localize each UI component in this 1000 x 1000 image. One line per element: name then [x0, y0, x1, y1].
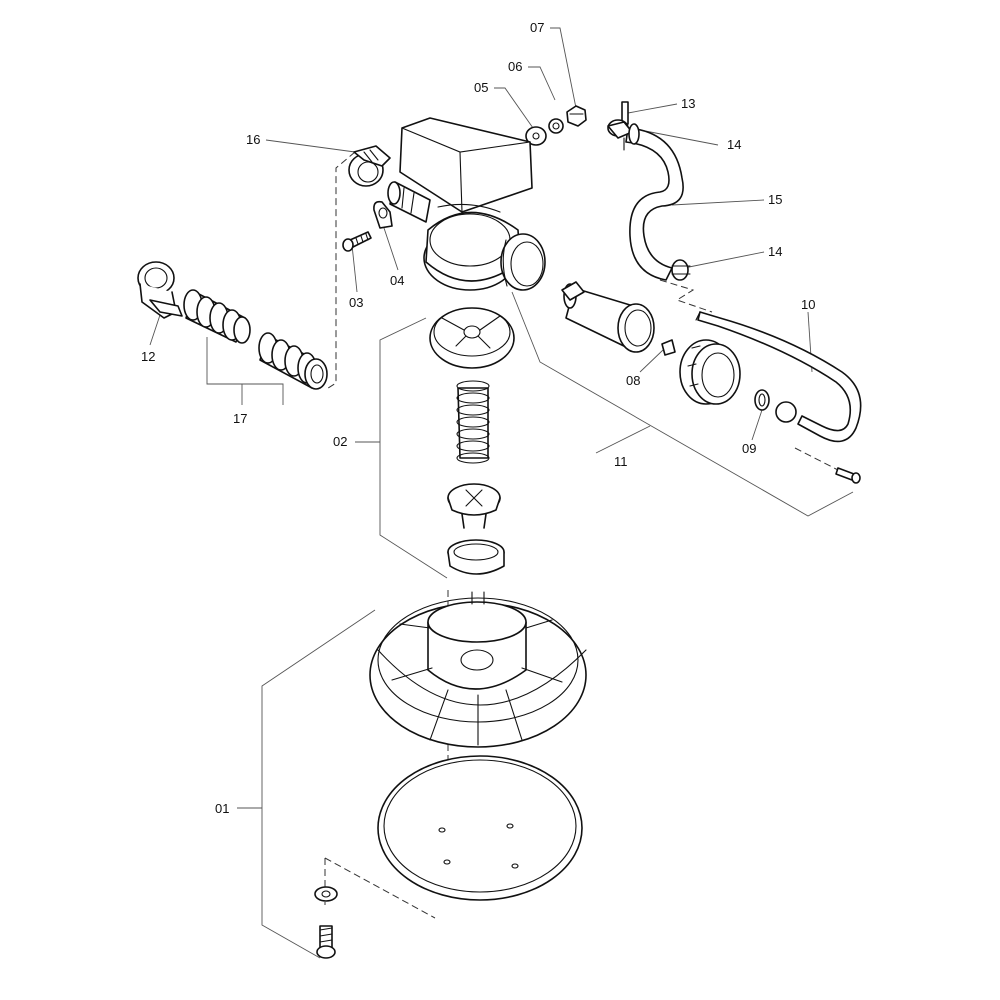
part-05-washer: [525, 126, 547, 146]
part-02-valve-insert: [447, 483, 501, 529]
part-01-gasket: [377, 755, 583, 901]
part-15-hose: [625, 127, 684, 281]
label-05: 05: [474, 80, 488, 95]
part-17-corrugated-hose-b: [258, 332, 328, 390]
label-14-bottom: 14: [768, 244, 782, 259]
part-01-base-plate: [369, 591, 587, 748]
part-10-pipe: [695, 311, 862, 443]
label-10: 10: [801, 297, 815, 312]
part-01-washer: [314, 886, 338, 902]
part-14-clamp-bottom: [671, 259, 691, 281]
label-16: 16: [246, 132, 260, 147]
label-15: 15: [768, 192, 782, 207]
part-06-lock-washer: [548, 118, 564, 134]
part-07-nut: [566, 105, 587, 127]
part-04-clip: [373, 200, 393, 229]
part-02-spring: [456, 380, 490, 464]
label-08: 08: [626, 373, 640, 388]
label-09: 09: [742, 441, 756, 456]
part-11-union-nut: [679, 339, 741, 405]
label-13: 13: [681, 96, 695, 111]
label-04: 04: [390, 273, 404, 288]
part-13-valve-tap: [607, 101, 633, 151]
part-17-corrugated-hose-a: [183, 289, 251, 344]
valve-body-assembly: [387, 117, 546, 291]
label-11: 11: [614, 454, 628, 469]
label-17: 17: [233, 411, 247, 426]
part-11-screw: [835, 467, 861, 484]
label-07: 07: [530, 20, 544, 35]
part-02-valve-disc: [429, 307, 515, 369]
part-09-o-ring: [754, 389, 770, 411]
part-01-screw: [316, 925, 336, 959]
part-labels: 01 02 03 04 05 06 07 08 09 10 11 12 13 1…: [141, 20, 815, 816]
label-01: 01: [215, 801, 229, 816]
part-02-ring: [447, 539, 505, 575]
part-08-nozzle: [661, 339, 676, 356]
part-03-screw: [342, 231, 372, 252]
label-02: 02: [333, 434, 347, 449]
part-14-clamp-top: [628, 123, 640, 145]
label-06: 06: [508, 59, 522, 74]
label-12: 12: [141, 349, 155, 364]
part-16-hose-clamp: [348, 145, 391, 187]
part-12-hose-connector: [137, 261, 183, 319]
part-11-cartridge: [561, 281, 655, 353]
label-14-top: 14: [727, 137, 741, 152]
label-03: 03: [349, 295, 363, 310]
